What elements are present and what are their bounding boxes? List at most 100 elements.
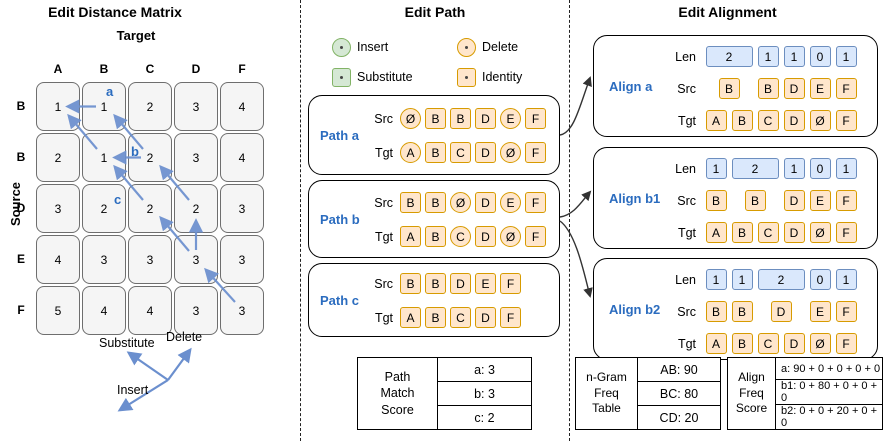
src-slot: D [781,190,807,211]
src-letter: D [783,190,805,211]
src-letter: B [705,190,727,211]
token-identity: B [425,108,446,129]
len-box: 1 [783,158,805,179]
edit-path-title: Edit Path [404,4,466,20]
src-slot: E [807,78,833,99]
path-score-table-header: Path Match Score [358,358,438,429]
len-box: 1 [835,46,857,67]
insert-legend-shape [332,38,351,57]
len-row-label: Len [675,49,696,64]
src-slot: D [755,301,807,322]
table-row: AB: 90 [638,358,720,382]
delete-legend-label: Delete [482,40,519,54]
tgt-row-label: Tgt [677,113,696,128]
token-delete: E [500,108,521,129]
tgt-slot: F [833,333,859,354]
token-substitute: B [450,108,471,129]
src-letter: F [835,78,857,99]
table-row: c: 2 [474,410,495,425]
table-row: b2: 0 + 0 + 20 + 0 + 0 [781,405,878,429]
tgt-letter: A [705,222,727,243]
token-substitute: A [400,226,421,247]
src-letter: E [809,78,831,99]
tgt-row-label: Tgt [677,225,696,240]
align-card-label: Align b2 [609,301,661,317]
matrix-row-header: F [17,303,25,317]
delete-legend-shape [457,38,476,57]
matrix-cell-r5c1: 5 [36,286,80,335]
tgt-letter: F [835,222,857,243]
len-slot: 2 [729,158,781,179]
matrix-col-header: B [99,62,109,76]
token-substitute: E [475,273,496,294]
tgt-slot: B [729,110,755,131]
matrix-col-header: D [191,62,201,76]
len-box: 2 [705,46,753,67]
table-row: CD: 20 [659,410,699,425]
matrix-cell-r3c1: 3 [36,184,80,233]
src-slot: B [703,78,755,99]
token-identity: D [475,108,496,129]
matrix-col-header: F [238,62,246,76]
matrix-cell-r1c3: 2 [128,82,172,131]
token-delete: E [500,192,521,213]
path-card-label: Path a [320,127,360,143]
matrix-cell-r5c4: 3 [174,286,218,335]
substitute-legend-label: Substitute [357,70,413,84]
matrix-cell-r2c4: 3 [174,133,218,182]
token-substitute: B [400,273,421,294]
tgt-letter: Ø [809,222,831,243]
table-row: a: 3 [438,358,531,382]
matrix-col-header: C [145,62,155,76]
identity-legend-dot [465,76,468,79]
tgt-slot: B [729,222,755,243]
matrix-cell-r1c5: 4 [220,82,264,131]
token-substitute: B [400,192,421,213]
src-row-label: Src [374,111,393,126]
len-row-label: Len [675,161,696,176]
identity-legend-label: Identity [482,70,523,84]
token-insert: C [450,226,471,247]
tgt-letter: F [835,333,857,354]
tgt-row-label: Tgt [374,145,393,160]
tgt-slot: Ø [807,110,833,131]
tgt-letter: A [705,333,727,354]
matrix-title: Edit Distance Matrix [48,4,182,20]
tgt-slot: B [729,333,755,354]
matrix-row-header: E [16,252,25,266]
len-slot: 1 [703,158,729,179]
matrix-path-b-label: b [131,144,139,159]
tgt-slot: A [703,110,729,131]
src-letter: B [705,301,727,322]
src-letter: D [783,78,805,99]
matrix-cell-r2c1: 2 [36,133,80,182]
src-letter: B [718,78,740,99]
src-slot: F [833,78,859,99]
tgt-letter: D [783,333,805,354]
matrix-cell-r1c2: 1 [82,82,126,131]
tgt-slot: C [755,333,781,354]
path-card-label: Path b [320,211,360,227]
matrix-cell-r5c2: 4 [82,286,126,335]
substitute-legend-dot [340,76,343,79]
token-identity: F [500,273,521,294]
len-box: 1 [835,269,857,290]
token-identity: F [525,142,546,163]
align-score-table-header: Align Freq Score [728,358,776,429]
matrix-row-header: D [16,201,26,215]
table-row: a: 90 + 0 + 0 + 0 + 0 [776,358,882,380]
